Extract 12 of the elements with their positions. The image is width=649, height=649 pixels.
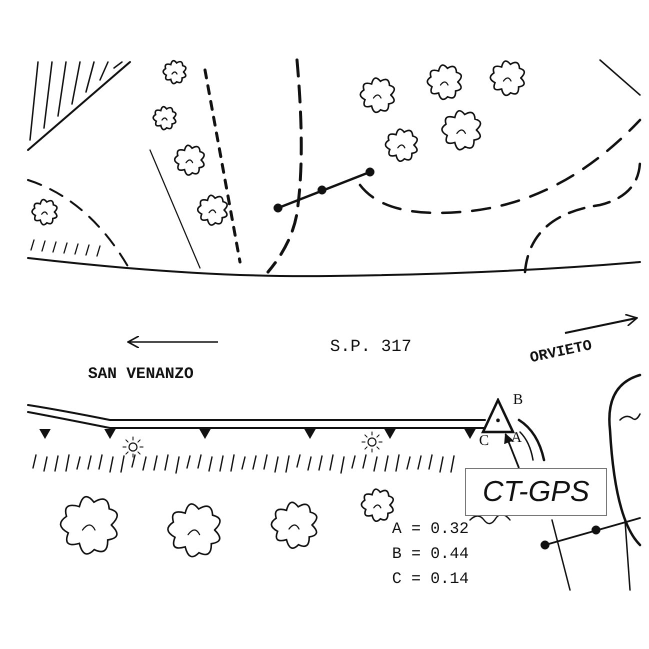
label-box: CT-GPS bbox=[465, 468, 607, 516]
corner-label: C bbox=[479, 433, 490, 450]
road-number: S.P. 317 bbox=[330, 338, 412, 357]
value-text: A = 0.32 bbox=[392, 520, 469, 538]
corner-label: B bbox=[513, 392, 524, 409]
place-name: ORVIETO bbox=[528, 337, 594, 367]
value-text: C = 0.14 bbox=[392, 570, 469, 588]
arrow bbox=[504, 433, 520, 468]
marker-triangle bbox=[481, 398, 515, 434]
corner-label: A bbox=[511, 430, 522, 447]
place-name: SAN VENANZO bbox=[88, 365, 194, 383]
value-text: B = 0.44 bbox=[392, 545, 469, 563]
